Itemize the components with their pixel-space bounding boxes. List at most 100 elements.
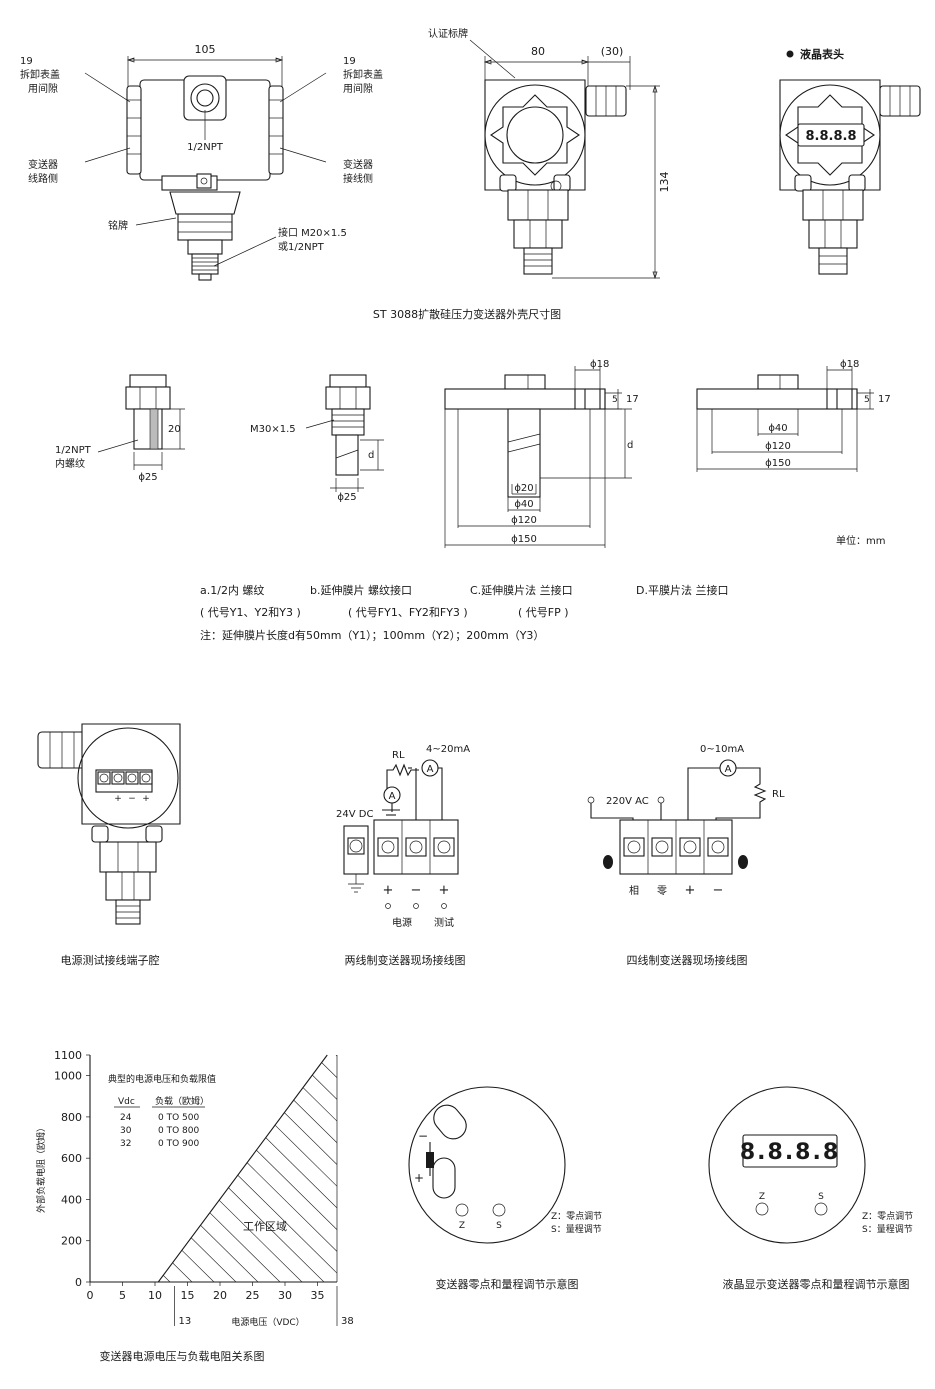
two-wire-diagram: RL 4~20mA A A 24V DC + − + 电源 测试 两线制变送器现… bbox=[336, 744, 470, 967]
conn-d-flat-flange: ϕ18 5 17 ϕ40 ϕ120 ϕ150 单位：mm bbox=[696, 359, 891, 547]
limit-table-title: 典型的电源电压和负载限值 bbox=[108, 1073, 216, 1085]
x-tick-label-3: 15 bbox=[181, 1289, 195, 1302]
x-tick-label-7: 35 bbox=[311, 1289, 325, 1302]
adjust-minus: − bbox=[418, 1129, 428, 1143]
lcd-head-label: 液晶表头 bbox=[800, 47, 844, 61]
x-tick-label-2: 10 bbox=[148, 1289, 162, 1302]
four-wire-caption: 四线制变送器现场接线图 bbox=[627, 953, 748, 967]
wire-left-line1: 变送器 bbox=[28, 158, 58, 171]
chart-xlabel: 电源电压（VDC） bbox=[231, 1316, 304, 1328]
hatch-line bbox=[0, 1055, 60, 1282]
y-tick-label-0: 0 bbox=[75, 1276, 82, 1289]
y-tick-label-3: 600 bbox=[61, 1152, 82, 1165]
adjust-z: Z bbox=[459, 1221, 465, 1231]
fw-220vac: 220V AC bbox=[606, 796, 649, 807]
voltage-mark-label-0: 13 bbox=[179, 1316, 192, 1327]
limit-table: 典型的电源电压和负载限值 Vdc 负载（欧姆） 24 0 TO 500 30 0… bbox=[108, 1073, 216, 1149]
x-tick-label-1: 5 bbox=[119, 1289, 126, 1302]
terminal-caption: 电源测试接线端子腔 bbox=[61, 953, 160, 967]
tw-minus: − bbox=[411, 883, 422, 898]
length-note: 注：延伸膜片长度d有50mm（Y1）；100mm（Y2）；200mm（Y3） bbox=[200, 628, 544, 642]
hatch-line bbox=[158, 1055, 325, 1282]
gap-right-line3: 用间隙 bbox=[343, 82, 373, 95]
fw-plus: + bbox=[685, 883, 696, 898]
conn-b-m30: M30×1.5 bbox=[250, 424, 296, 435]
x-tick-label-4: 20 bbox=[213, 1289, 227, 1302]
hatch-line bbox=[158, 1055, 337, 1282]
tw-test: 测试 bbox=[434, 916, 454, 929]
fw-ma: 0~10mA bbox=[700, 744, 744, 755]
hatch-line bbox=[158, 1055, 171, 1282]
term-plus-2: + bbox=[142, 794, 150, 804]
limit-row-3-v: 32 bbox=[120, 1139, 131, 1149]
conn-c-5: 5 bbox=[612, 395, 618, 405]
fw-ammeter: A bbox=[725, 764, 732, 775]
housing-front-view: 105 1/2NPT 19 拆卸表盖 用间隙 19 拆卸表盖 用间隙 变送器 线… bbox=[20, 43, 383, 281]
work-area-label: 工作区域 bbox=[243, 1220, 287, 1233]
npt-label: 1/2NPT bbox=[187, 142, 224, 153]
unit-label: 单位：mm bbox=[836, 534, 885, 547]
hatch-line bbox=[269, 1055, 337, 1282]
conn-c-phi150: ϕ150 bbox=[511, 534, 537, 545]
conn-b-phi25: ϕ25 bbox=[337, 492, 356, 503]
fw-phase: 相 bbox=[629, 884, 639, 897]
hatch-line bbox=[158, 1055, 303, 1282]
lcd-adjust-z: Z bbox=[759, 1192, 765, 1202]
lcd-legend-s: S：量程调节 bbox=[862, 1224, 913, 1235]
hatch-line bbox=[313, 1055, 337, 1282]
hatch-line bbox=[158, 1055, 259, 1282]
conn-a-npt: 20 ϕ25 1/2NPT 内螺纹 bbox=[55, 374, 185, 483]
dim-105: 105 bbox=[195, 43, 216, 56]
conn-d-5: 5 bbox=[864, 395, 870, 405]
hatch-line bbox=[181, 1055, 337, 1282]
conn-c-ext-flange: d ϕ18 5 17 ϕ20 ϕ40 ϕ120 ϕ150 bbox=[444, 359, 639, 548]
fw-minus: − bbox=[713, 883, 724, 898]
code-b: ( 代号Y1、Y2和Y3 ) bbox=[200, 606, 301, 619]
hatch-line bbox=[158, 1055, 215, 1282]
voltage-mark-label-1: 38 bbox=[341, 1316, 354, 1327]
conn-c-phi20: ϕ20 bbox=[514, 483, 533, 494]
caption-c: C.延伸膜片法 兰接口 bbox=[470, 583, 573, 597]
gap-right-line2: 拆卸表盖 bbox=[343, 68, 383, 81]
housing-lcd-view: 液晶表头 8.8.8.8 bbox=[779, 47, 921, 275]
hatch-line bbox=[0, 1055, 126, 1282]
hatch-line bbox=[158, 1055, 337, 1282]
zero-span-adjust: − + Z S Z：零点调节 S：量程调节 变送器零点和量程调节示意图 bbox=[408, 1086, 602, 1291]
voltage-marks: 13 38 bbox=[174, 1286, 354, 1327]
limit-table-col-load: 负载（欧姆） bbox=[155, 1095, 209, 1107]
fw-rl: RL bbox=[772, 789, 785, 800]
adjust-s: S bbox=[496, 1221, 502, 1231]
cert-plate-label: 认证标牌 bbox=[428, 27, 468, 40]
dim-30: (30) bbox=[601, 45, 624, 58]
wire-right-line1: 变送器 bbox=[343, 158, 373, 171]
adjust-legend-s: S：量程调节 bbox=[551, 1224, 602, 1235]
y-tick-label-6: 1100 bbox=[54, 1049, 82, 1062]
fw-zero: 零 bbox=[657, 885, 667, 897]
dim-134: 134 bbox=[658, 172, 671, 193]
caption-a: a.1/2内 螺纹 bbox=[200, 583, 264, 597]
lcd-digits-head: 8.8.8.8 bbox=[806, 129, 857, 144]
gap-left-19: 19 bbox=[20, 56, 33, 67]
conn-b-d: d bbox=[368, 450, 374, 461]
conn-d-17: 17 bbox=[878, 394, 891, 405]
conn-a-20: 20 bbox=[168, 424, 181, 435]
limit-row-3-load: 0 TO 900 bbox=[158, 1139, 199, 1149]
conn-d-phi18: ϕ18 bbox=[840, 359, 859, 370]
y-tick-label-1: 200 bbox=[61, 1235, 82, 1248]
conn-c-d: d bbox=[627, 440, 633, 451]
x-tick-label-0: 0 bbox=[87, 1289, 94, 1302]
work-area-hatch bbox=[0, 1055, 337, 1282]
term-minus: − bbox=[128, 794, 136, 804]
tw-rl: RL bbox=[392, 750, 405, 761]
hatch-line bbox=[203, 1055, 337, 1282]
limit-row-1-load: 0 TO 500 bbox=[158, 1113, 199, 1123]
y-tick-label-4: 800 bbox=[61, 1111, 82, 1124]
hatch-line bbox=[158, 1055, 281, 1282]
code-d: ( 代号FP ) bbox=[518, 606, 569, 619]
chart-caption: 变送器电源电压与负载电阻关系图 bbox=[100, 1349, 265, 1363]
code-c: ( 代号FY1、FY2和FY3 ) bbox=[348, 606, 468, 619]
adjust-caption-1: 变送器零点和量程调节示意图 bbox=[436, 1277, 579, 1291]
